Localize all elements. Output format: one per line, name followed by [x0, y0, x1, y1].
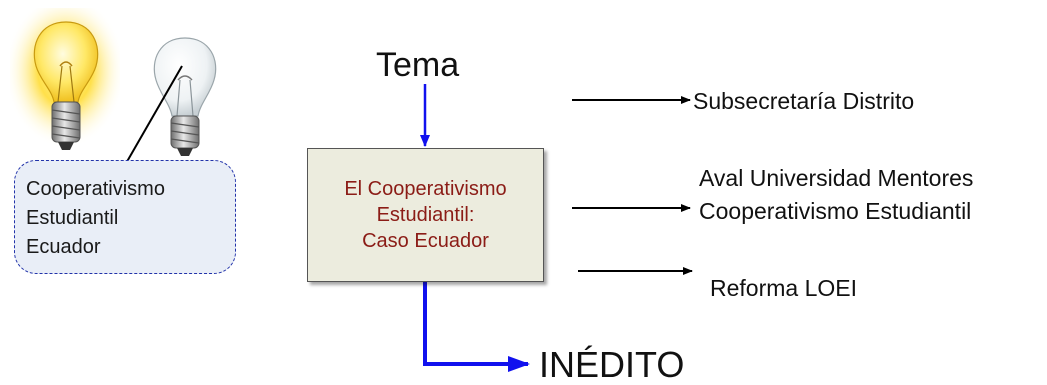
center-topic-text: El Cooperativismo Estudiantil: Caso Ecua…: [344, 176, 506, 254]
output-label-reforma: Reforma LOEI: [710, 275, 857, 301]
topic-note-box: [14, 160, 236, 274]
center-topic-line: Estudiantil:: [376, 204, 475, 226]
inedito-label: INÉDITO: [539, 344, 685, 385]
output-label-subsecretaria: Subsecretaría Distrito: [693, 88, 915, 114]
topic-note-line: Estudiantil: [26, 207, 119, 229]
topic-note-text: Cooperativismo Estudiantil Ecuador: [26, 175, 165, 262]
center-topic-line: Caso Ecuador: [362, 230, 489, 252]
lit-lightbulb-icon: [10, 8, 120, 150]
tema-label: Tema: [376, 46, 460, 84]
bulb-to-note-arrow: [120, 65, 183, 173]
inedito-arrow: [423, 282, 530, 372]
topic-note-line: Ecuador: [26, 236, 101, 258]
center-topic-box: El Cooperativismo Estudiantil: Caso Ecua…: [307, 148, 544, 282]
output-label-aval-line2: Cooperativismo Estudiantil: [699, 198, 972, 224]
center-topic-line: El Cooperativismo: [344, 178, 507, 200]
unlit-lightbulb-icon: [153, 37, 217, 156]
output-label-aval-line1: Aval Universidad Mentores: [699, 165, 974, 191]
topic-note-line: Cooperativismo: [26, 178, 165, 200]
